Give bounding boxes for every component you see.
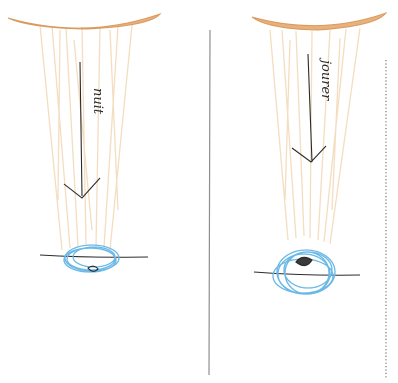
left-sky-arc <box>8 14 160 29</box>
right-sky-arc <box>252 13 386 30</box>
right-horizon-line <box>254 272 360 275</box>
right-panel: jourer <box>252 13 386 378</box>
left-light-rays <box>40 25 132 250</box>
center-divider <box>209 30 210 375</box>
left-horizon-line <box>40 255 148 257</box>
right-label-jourer: jourer <box>318 57 333 101</box>
left-label-nuit: nuit <box>90 88 105 115</box>
left-panel: nuit <box>8 14 160 272</box>
right-earth-scribble <box>273 250 335 294</box>
left-earth-scribble <box>64 245 119 272</box>
right-light-rays <box>270 28 360 244</box>
